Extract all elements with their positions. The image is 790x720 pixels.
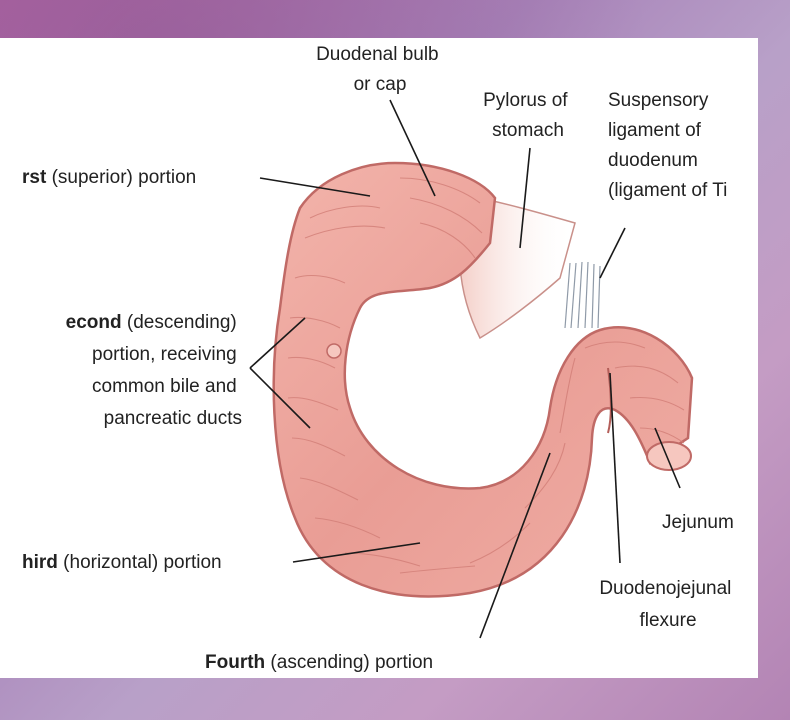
label-third-portion: hird (horizontal) portion bbox=[22, 552, 222, 573]
label-duodenojejunal-flexure: Duodenojejunal flexure bbox=[599, 578, 736, 631]
label-third-rest: (horizontal) portion bbox=[58, 552, 222, 573]
label-second-bold: econd bbox=[66, 312, 122, 333]
jejunum-lumen bbox=[646, 441, 692, 471]
mucosal-folds bbox=[287, 177, 685, 574]
label-dj-line1: Duodenojejunal bbox=[599, 578, 731, 599]
label-duodenal-bulb: Duodenal bulb or cap bbox=[316, 44, 444, 95]
label-second-line2: portion, receiving bbox=[92, 344, 237, 365]
label-dj-line2: flexure bbox=[639, 610, 696, 631]
label-fourth-portion: Fourth (ascending) portion bbox=[205, 652, 433, 673]
label-second-portion: econd (descending) portion, receiving co… bbox=[66, 312, 242, 429]
label-second-rest: (descending) bbox=[122, 312, 237, 333]
label-duodenal-bulb-line1: Duodenal bulb bbox=[316, 44, 439, 65]
label-pylorus-line2: stomach bbox=[492, 120, 564, 141]
diagram-panel: Duodenal bulb or cap Pylorus of stomach … bbox=[0, 38, 758, 678]
label-duodenal-bulb-line2: or cap bbox=[354, 74, 407, 95]
major-duodenal-papilla bbox=[326, 343, 342, 359]
label-suspensory-line3: duodenum bbox=[608, 150, 698, 171]
label-second-line4: pancreatic ducts bbox=[104, 408, 242, 429]
label-first-portion: rst (superior) portion bbox=[22, 167, 196, 188]
label-third-bold: hird bbox=[22, 552, 58, 573]
label-jejunum: Jejunum bbox=[662, 512, 734, 533]
label-first-bold: rst bbox=[22, 167, 47, 188]
label-suspensory-line1: Suspensory bbox=[608, 90, 709, 111]
label-suspensory-ligament: Suspensory ligament of duodenum (ligamen… bbox=[608, 90, 727, 201]
duodenum-body bbox=[272, 161, 694, 598]
label-first-rest: (superior) portion bbox=[46, 167, 196, 188]
label-suspensory-line2: ligament of bbox=[608, 120, 702, 141]
label-fourth-bold: Fourth bbox=[205, 652, 265, 673]
label-suspensory-line4: (ligament of Ti bbox=[608, 180, 727, 201]
suspensory-ligament bbox=[564, 261, 601, 329]
duodenum-diagram: Duodenal bulb or cap Pylorus of stomach … bbox=[22, 44, 736, 673]
label-fourth-rest: (ascending) portion bbox=[265, 652, 433, 673]
leader-lines bbox=[249, 99, 681, 639]
label-pylorus: Pylorus of stomach bbox=[483, 90, 573, 141]
label-second-line3: common bile and bbox=[92, 376, 237, 397]
label-pylorus-line1: Pylorus of bbox=[483, 90, 568, 111]
